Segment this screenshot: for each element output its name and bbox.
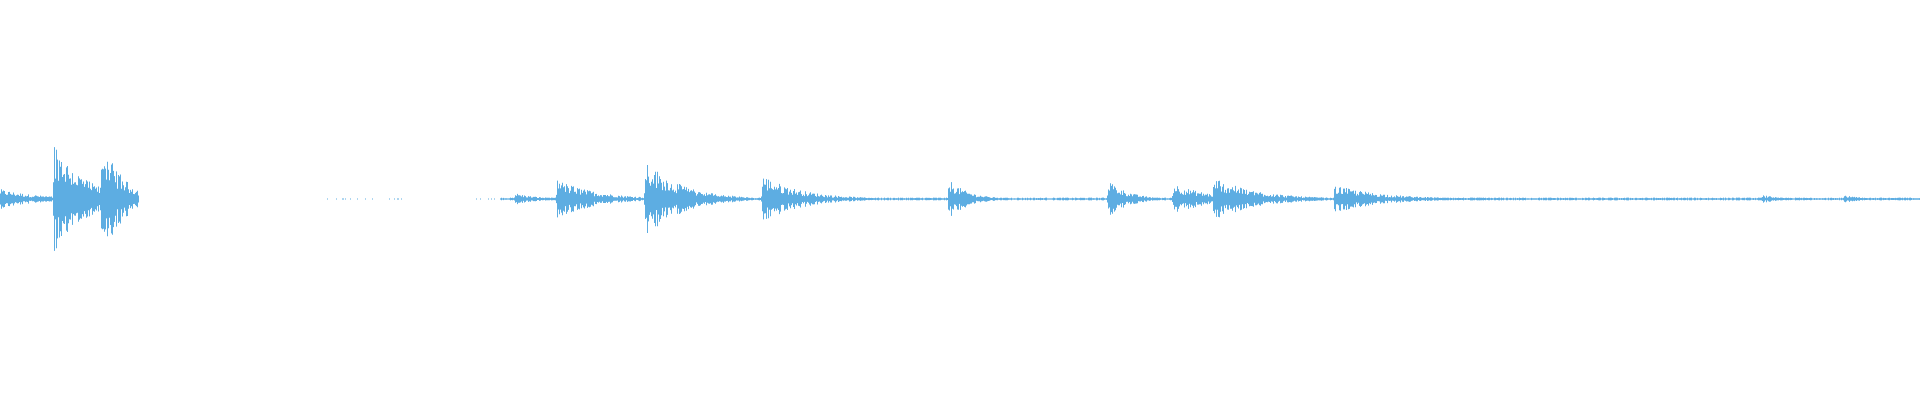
waveform-path (0, 147, 1920, 251)
waveform-bars (0, 147, 1920, 251)
